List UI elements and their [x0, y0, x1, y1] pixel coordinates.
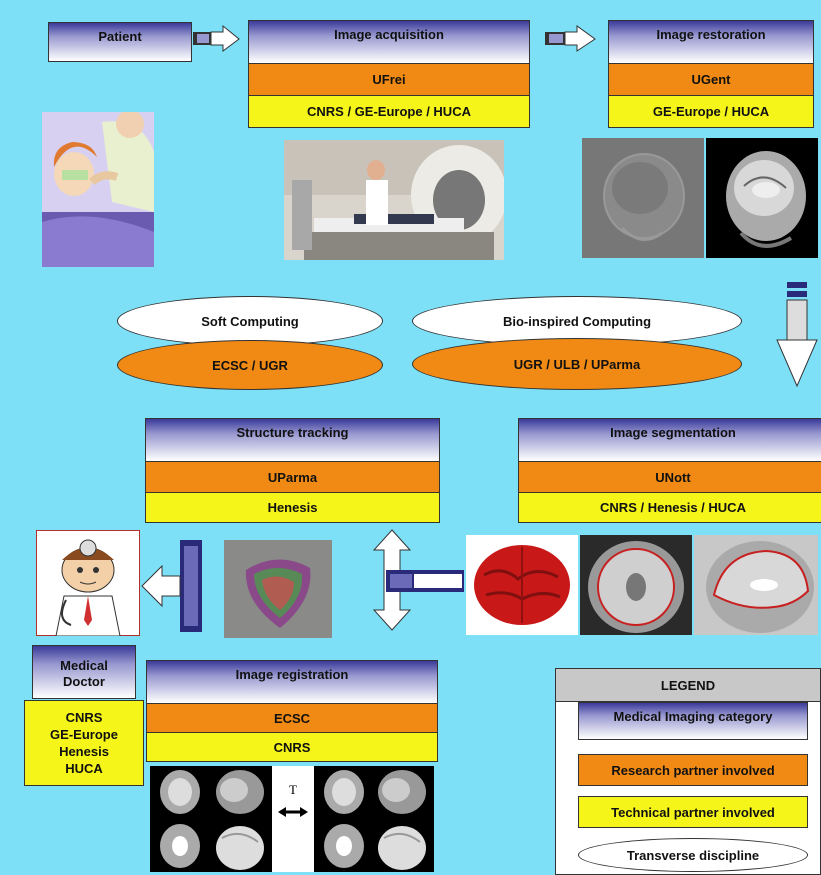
arrow-right-icon [193, 24, 240, 52]
segmented-brain-axial-image [580, 535, 692, 635]
legend-title: LEGEND [556, 669, 820, 702]
bio-inspired-label: Bio-inspired Computing [502, 313, 652, 329]
legend-research-swatch: Research partner involved [578, 754, 808, 786]
medical-doctor-label-line2: Doctor [63, 674, 105, 689]
restored-mri-image [706, 138, 818, 258]
image-registration-technical-label: CNRS [273, 739, 311, 755]
image-acquisition-research-label: UFrei [372, 72, 406, 87]
patient-cartoon-image [42, 112, 154, 267]
image-segmentation-technical: CNRS / Henesis / HUCA [518, 492, 821, 523]
image-segmentation-research-label: UNott [655, 469, 691, 485]
image-acquisition-label: Image acquisition [334, 27, 444, 42]
arrow-down-icon [776, 282, 818, 388]
doctor-partner: Henesis [59, 744, 109, 759]
soft-computing-ellipse: Soft Computing [117, 296, 383, 346]
soft-computing-partners-ellipse: ECSC / UGR [117, 340, 383, 390]
mri-scanner-photo [284, 140, 504, 260]
legend-category-swatch: Medical Imaging category [578, 702, 808, 740]
image-registration-research-label: ECSC [273, 710, 311, 726]
image-registration-research: ECSC [146, 703, 438, 733]
structure-tracking-research: UParma [145, 461, 440, 493]
structure-tracking-label: Structure tracking [236, 425, 349, 440]
noisy-mri-image [582, 138, 704, 258]
bio-inspired-partners-label: UGR / ULB / UParma [513, 356, 641, 372]
image-restoration-technical: GE-Europe / HUCA [608, 95, 814, 128]
legend-technical-label: Technical partner involved [611, 804, 775, 820]
cardiac-tracking-image [224, 540, 332, 638]
image-acquisition-research: UFrei [248, 63, 530, 96]
structure-tracking-technical-label: Henesis [267, 500, 318, 515]
medical-doctor-partners: CNRS GE-Europe Henesis HUCA [24, 700, 144, 786]
transform-label: T [289, 782, 297, 797]
doctor-partner: GE-Europe [50, 727, 118, 742]
doctor-cartoon-image [36, 530, 140, 636]
legend-technical-swatch: Technical partner involved [578, 796, 808, 828]
image-restoration-research-label: UGent [691, 72, 731, 87]
doctor-partner: HUCA [65, 761, 103, 776]
image-segmentation-box: Image segmentation [518, 418, 821, 462]
image-restoration-research: UGent [608, 63, 814, 96]
legend-transverse-label: Transverse discipline [626, 847, 760, 863]
image-restoration-label: Image restoration [656, 27, 766, 42]
soft-computing-partners-label: ECSC / UGR [212, 357, 288, 373]
medical-doctor-label-line1: Medical [60, 658, 108, 673]
arrow-right-icon [545, 25, 596, 52]
image-segmentation-label: Image segmentation [610, 425, 736, 440]
legend-category-label: Medical Imaging category [613, 709, 773, 724]
image-segmentation-research: UNott [518, 461, 821, 493]
image-registration-technical: CNRS [146, 732, 438, 762]
structure-tracking-technical: Henesis [145, 492, 440, 523]
registration-brain-images [150, 766, 434, 872]
image-registration-label: Image registration [235, 667, 349, 682]
legend-research-label: Research partner involved [611, 762, 775, 778]
doctor-partner: CNRS [65, 710, 103, 725]
registration-image-panel: T [150, 766, 434, 872]
segmented-brain-3d-image [466, 535, 578, 635]
image-acquisition-technical-label: CNRS / GE-Europe / HUCA [307, 104, 471, 119]
image-registration-box: Image registration [146, 660, 438, 704]
bidirectional-arrow-icon [372, 529, 464, 631]
structure-tracking-box: Structure tracking [145, 418, 440, 462]
image-restoration-technical-label: GE-Europe / HUCA [652, 104, 770, 119]
patient-box: Patient [48, 22, 192, 62]
bio-inspired-partners-ellipse: UGR / ULB / UParma [412, 338, 742, 390]
soft-computing-label: Soft Computing [201, 313, 299, 329]
patient-label: Patient [98, 29, 142, 44]
image-segmentation-technical-label: CNRS / Henesis / HUCA [600, 500, 746, 515]
legend-transverse-swatch: Transverse discipline [578, 838, 808, 872]
structure-tracking-research-label: UParma [267, 469, 318, 485]
medical-doctor-box: Medical Doctor [32, 645, 136, 699]
image-restoration-box: Image restoration [608, 20, 814, 64]
arrow-left-icon [141, 540, 202, 632]
image-acquisition-box: Image acquisition [248, 20, 530, 64]
segmented-brain-sagittal-image [694, 535, 818, 635]
image-acquisition-technical: CNRS / GE-Europe / HUCA [248, 95, 530, 128]
